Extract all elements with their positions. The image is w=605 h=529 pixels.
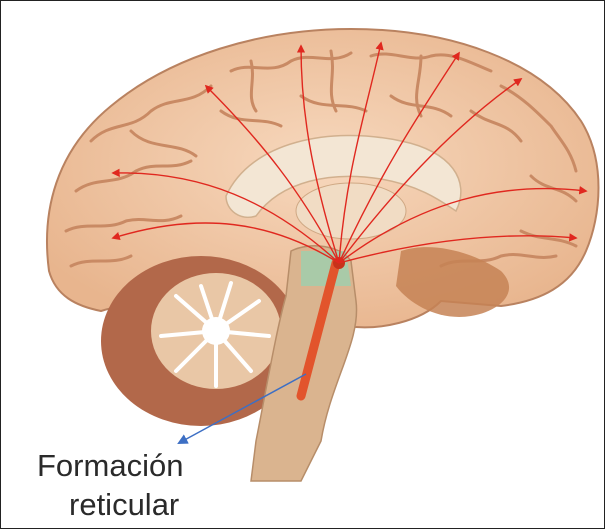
reticular-label-line-1: Formación: [37, 450, 183, 481]
reticular-label-line-2: reticular: [69, 489, 179, 520]
